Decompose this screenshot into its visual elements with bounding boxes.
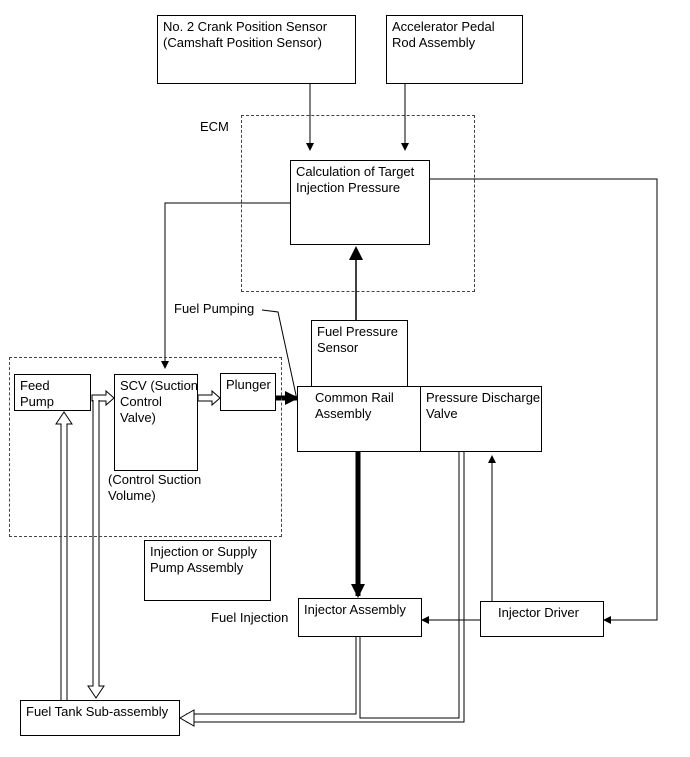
ecm-label: ECM — [200, 119, 229, 134]
tank-to-feed-hollow-line — [55, 411, 73, 700]
control-suction-note: (Control Suction Volume) — [108, 472, 202, 503]
pump-assembly-label: Injection or Supply Pump Assembly — [150, 544, 257, 575]
injector-driver-label: Injector Driver — [498, 605, 579, 620]
scv-box: SCV (Suction Control Valve) — [114, 374, 198, 471]
plunger-label: Plunger — [226, 377, 271, 392]
valve-return-line-inner — [186, 452, 465, 723]
fuel-pumping-label: Fuel Pumping — [174, 301, 255, 316]
fuel-pressure-sensor-label: Fuel Pressure Sensor — [317, 324, 398, 355]
fuel-injection-label: Fuel Injection — [211, 610, 289, 625]
return-to-tank-hollow-arrow — [178, 709, 195, 727]
pump-assembly-box: Injection or Supply Pump Assembly — [144, 540, 271, 601]
fuel-pumping-pointer — [261, 309, 297, 396]
ecm-region — [241, 115, 475, 292]
valve-return-line-outer — [359, 452, 460, 719]
common-rail-label: Common Rail Assembly — [315, 390, 394, 421]
fuel-tank-box: Fuel Tank Sub-assembly — [20, 700, 180, 736]
crank-position-sensor-label: No. 2 Crank Position Sensor (Camshaft Po… — [163, 19, 328, 50]
injector-return-line-outer — [186, 637, 357, 715]
calculation-box: Calculation of Target Injection Pressure — [290, 160, 430, 245]
crank-position-sensor-box: No. 2 Crank Position Sensor (Camshaft Po… — [157, 15, 356, 84]
feed-pump-box: Feed Pump — [14, 374, 91, 411]
pressure-discharge-valve-box: Pressure Discharge Valve — [420, 386, 542, 452]
plunger-box: Plunger — [220, 373, 276, 411]
calc-to-scv-line — [161, 202, 290, 369]
common-rail-box: Common Rail Assembly — [297, 386, 421, 452]
accelerator-pedal-label: Accelerator Pedal Rod Assembly — [392, 19, 495, 50]
injector-assembly-label: Injector Assembly — [304, 602, 406, 617]
calc-to-driver-line — [430, 178, 658, 624]
fuel-pressure-sensor-box: Fuel Pressure Sensor — [311, 320, 408, 388]
scv-to-plunger-hollow-arrow — [197, 389, 221, 407]
scv-label: SCV (Suction Control Valve) — [120, 378, 199, 425]
accelerator-pedal-box: Accelerator Pedal Rod Assembly — [386, 15, 523, 84]
injector-driver-box: Injector Driver — [480, 601, 604, 637]
feed-pump-label: Feed Pump — [20, 378, 54, 409]
fuel-tank-label: Fuel Tank Sub-assembly — [26, 704, 169, 719]
calculation-label: Calculation of Target Injection Pressure — [296, 164, 415, 195]
injector-assembly-box: Injector Assembly — [298, 598, 422, 637]
pressure-discharge-valve-label: Pressure Discharge Valve — [426, 390, 541, 421]
feed-to-tank-hollow-line — [87, 400, 105, 699]
pump-assembly-region — [9, 357, 282, 537]
